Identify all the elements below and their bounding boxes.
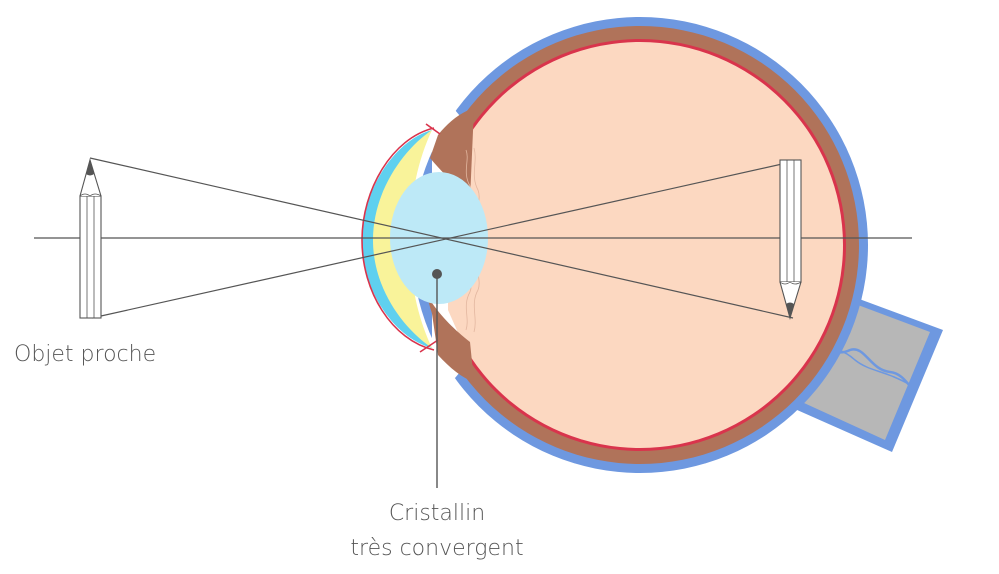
object-pencil <box>79 158 102 319</box>
lens-label-line2: très convergent <box>350 536 523 561</box>
iris <box>430 108 474 382</box>
ray-bottom <box>91 159 801 319</box>
light-rays <box>89 157 801 319</box>
eyeball <box>412 17 868 473</box>
image-pencil <box>779 159 802 320</box>
vitreous-humor <box>437 42 843 448</box>
ray-top <box>89 157 794 319</box>
object-label: Objet proche <box>14 342 156 367</box>
lens-label-line1: Cristallin <box>389 501 485 526</box>
lens-marker-dot <box>432 269 442 279</box>
